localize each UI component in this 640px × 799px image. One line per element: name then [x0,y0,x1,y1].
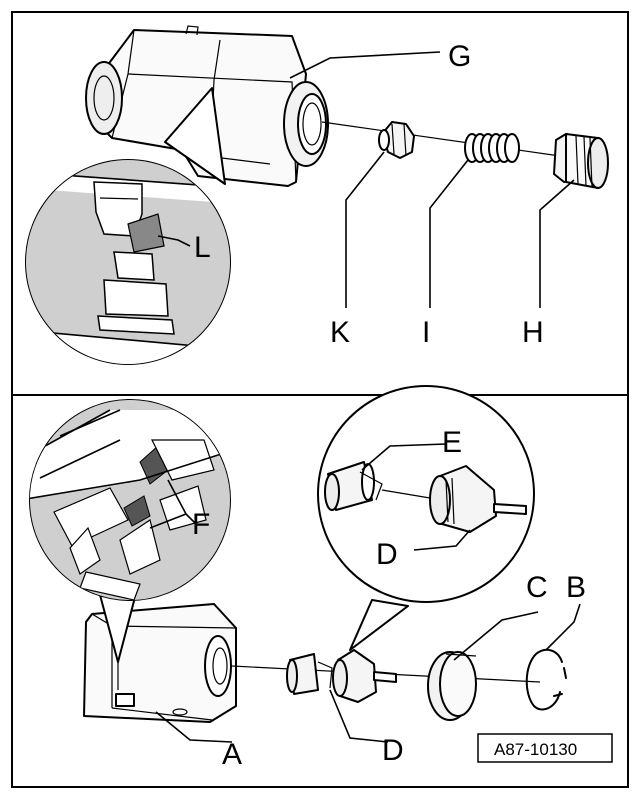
detail-valve-d [429,465,527,533]
leader-k [345,151,385,308]
part-h-plug [553,133,609,189]
leader-h [539,179,575,308]
leader-l [157,235,191,247]
part-c-cap [427,651,477,721]
figure-ref-text: A87-10130 [494,740,577,759]
label-d-detail: D [376,538,398,571]
label-a: A [222,738,242,771]
leader-a [155,711,233,743]
detail-circle-l: L [25,87,231,365]
figure-ref-box [477,733,613,763]
leader-d-detail [413,529,471,551]
leader-d-main [329,689,389,743]
label-g: G [448,40,471,73]
detail-circle-ed: E D [317,385,535,651]
detail-circle-f: F [29,399,231,663]
part-i-spring [464,133,520,163]
part-d-valve [286,649,397,703]
label-c: C [526,571,548,604]
leader-b [545,603,581,651]
top-panel: L G K [25,25,609,365]
label-l: L [194,231,211,264]
outer-frame [11,11,629,788]
leader-g [289,51,441,79]
detail-cage [324,461,431,511]
part-b-circlip [525,648,567,711]
label-i: I [422,316,430,349]
leader-c [453,611,539,661]
leader-i [429,159,469,308]
label-h: H [522,316,544,349]
label-d-main: D [382,734,404,767]
bottom-panel: F E D [29,385,613,771]
label-f: F [192,508,210,541]
part-k-cage [378,121,415,159]
axis-line-top [321,121,561,157]
label-e: E [442,426,462,459]
leader-e [361,443,447,471]
label-k: K [330,316,350,349]
label-b: B [566,571,586,604]
